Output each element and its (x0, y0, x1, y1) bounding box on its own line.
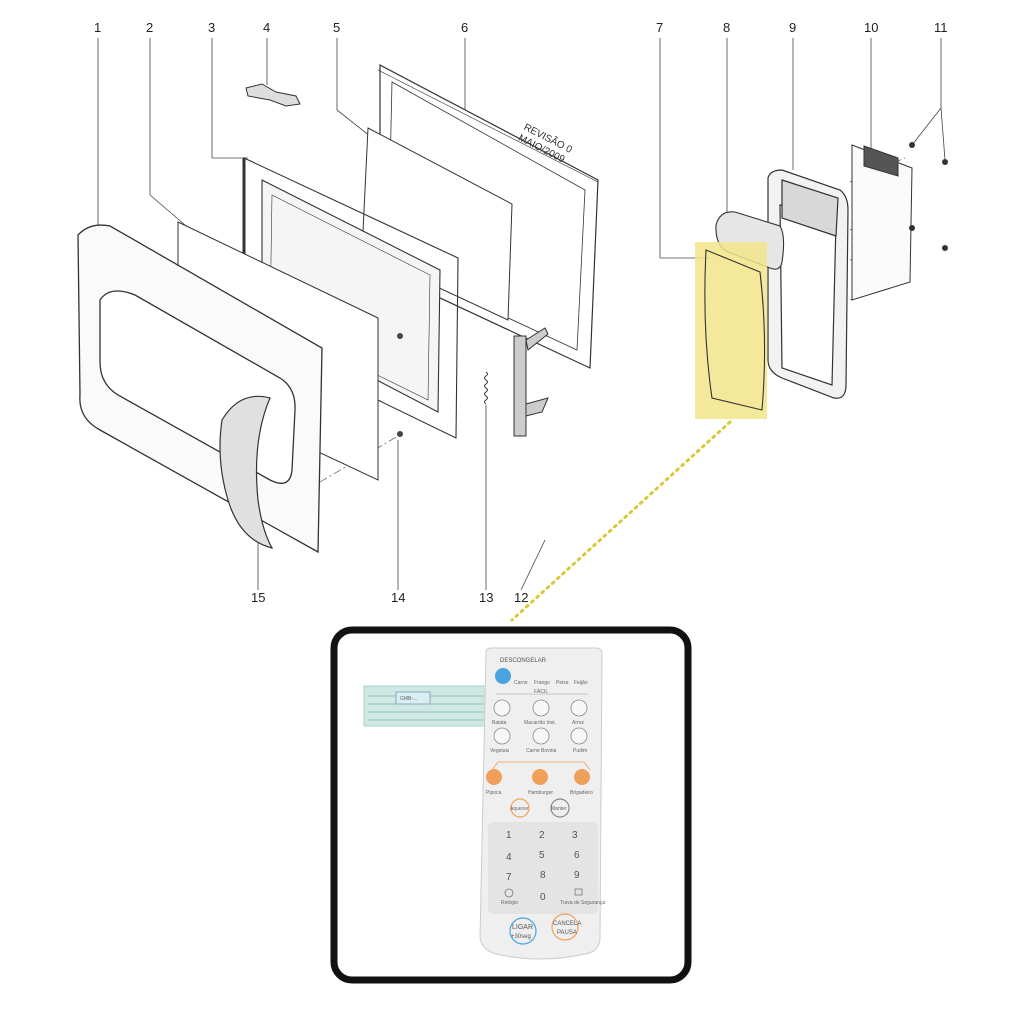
easy-menu-button-1[interactable] (493, 699, 511, 717)
digit-key-4[interactable]: 4 (506, 852, 512, 863)
start-label: LIGAR (512, 924, 533, 931)
part-12-latch (513, 327, 549, 437)
child-lock-label: Trava de Segurança (560, 900, 605, 906)
quick-label-3: Brigadeiro (570, 790, 593, 796)
digit-key-6[interactable]: 6 (574, 850, 580, 861)
digit-key-3[interactable]: 3 (572, 830, 578, 841)
easy-menu-label-6: Pudim (573, 748, 587, 754)
easy-menu-label-5: Carne Bovina (526, 748, 557, 754)
keep-warm-label: Manter (551, 806, 567, 812)
revision-note: REVISÃO 0 MAIO/2009 (516, 120, 575, 165)
quick-button-popcorn[interactable] (486, 769, 502, 785)
digit-key-9[interactable]: 9 (574, 870, 580, 881)
part-label-1: 1 (94, 20, 101, 35)
start-sub-label: +30seg (511, 934, 531, 940)
part-11-screws (909, 142, 948, 251)
digit-key-2[interactable]: 2 (539, 830, 545, 841)
easy-menu-label-3: Arroz (572, 720, 584, 726)
zoom-connector (510, 420, 732, 622)
digit-key-8[interactable]: 8 (540, 870, 546, 881)
part-number-labels: 1 2 3 4 5 6 7 8 9 10 11 12 13 14 15 (94, 20, 948, 605)
digit-key-5[interactable]: 5 (539, 850, 545, 861)
stop-button[interactable] (551, 913, 579, 941)
leader-lines (97, 38, 946, 591)
part-label-2: 2 (146, 20, 153, 35)
part-9-control-panel (767, 169, 849, 399)
numeric-keypad-area (488, 822, 598, 914)
defrost-option-1: Carne (514, 680, 528, 686)
defrost-button[interactable] (495, 668, 511, 684)
easy-menu-button-5[interactable] (532, 727, 550, 745)
defrost-label: DESCONGELAR (500, 658, 547, 664)
part-label-3: 3 (208, 20, 215, 35)
easy-menu-label-2: Macarrão Inst. (524, 720, 556, 726)
part-label-4: 4 (263, 20, 270, 35)
numeric-keys: 1 2 3 4 5 6 7 8 9 0 (506, 830, 580, 903)
part-label-13: 13 (479, 590, 493, 605)
part-label-9: 9 (789, 20, 796, 35)
part-14-screws (397, 333, 403, 437)
easy-menu-button-2[interactable] (532, 699, 550, 717)
part-7-membrane-keypad (704, 249, 766, 411)
flex-cable-label: GMB-... (400, 696, 417, 702)
stop-sub-label: PAUSA (557, 930, 577, 936)
easy-menu-label-4: Vegetais (490, 748, 510, 754)
part-15-handle (219, 395, 274, 549)
part-label-7: 7 (656, 20, 663, 35)
defrost-option-4: Feijão (574, 680, 588, 686)
defrost-option-3: Peixe (556, 680, 569, 686)
part-label-6: 6 (461, 20, 468, 35)
part-label-12: 12 (514, 590, 528, 605)
clock-icon[interactable] (504, 888, 514, 898)
easy-menu-button-6[interactable] (570, 727, 588, 745)
part-10-circuit-board (851, 144, 913, 301)
part-label-5: 5 (333, 20, 340, 35)
part-label-15: 15 (251, 590, 265, 605)
easy-menu-label-1: Batata (492, 720, 507, 726)
easy-menu-button-4[interactable] (493, 727, 511, 745)
defrost-option-2: Frango (534, 680, 550, 686)
stop-label: CANCELA (553, 921, 581, 927)
start-button[interactable] (509, 917, 537, 945)
keep-warm-button[interactable] (550, 798, 570, 818)
part-7-highlight (695, 242, 767, 419)
part-4-hinge (245, 83, 301, 107)
part-label-11: 11 (934, 20, 948, 35)
part-label-10: 10 (864, 20, 878, 35)
quick-label-2: Hamburger (528, 790, 553, 796)
easy-menu-button-3[interactable] (570, 699, 588, 717)
quick-label-1: Pipoca (486, 790, 502, 796)
lock-icon[interactable] (574, 888, 583, 896)
digit-key-7[interactable]: 7 (506, 872, 512, 883)
quick-button-hamburger[interactable] (532, 769, 548, 785)
quick-button-brigadeiro[interactable] (574, 769, 590, 785)
digit-key-1[interactable]: 1 (506, 830, 512, 841)
part-label-8: 8 (723, 20, 730, 35)
reheat-label: Aquecer (510, 806, 529, 812)
part-label-14: 14 (391, 590, 405, 605)
flex-cable: GMB-... (363, 685, 489, 727)
digit-key-0[interactable]: 0 (540, 892, 546, 903)
part-5-glass-panel (361, 127, 513, 321)
clock-label: Relógio (501, 900, 518, 906)
reheat-button[interactable] (510, 798, 530, 818)
part-13-spring (484, 371, 488, 405)
easy-menu-label: FÁCIL (534, 688, 548, 695)
quick-divider (491, 761, 591, 771)
